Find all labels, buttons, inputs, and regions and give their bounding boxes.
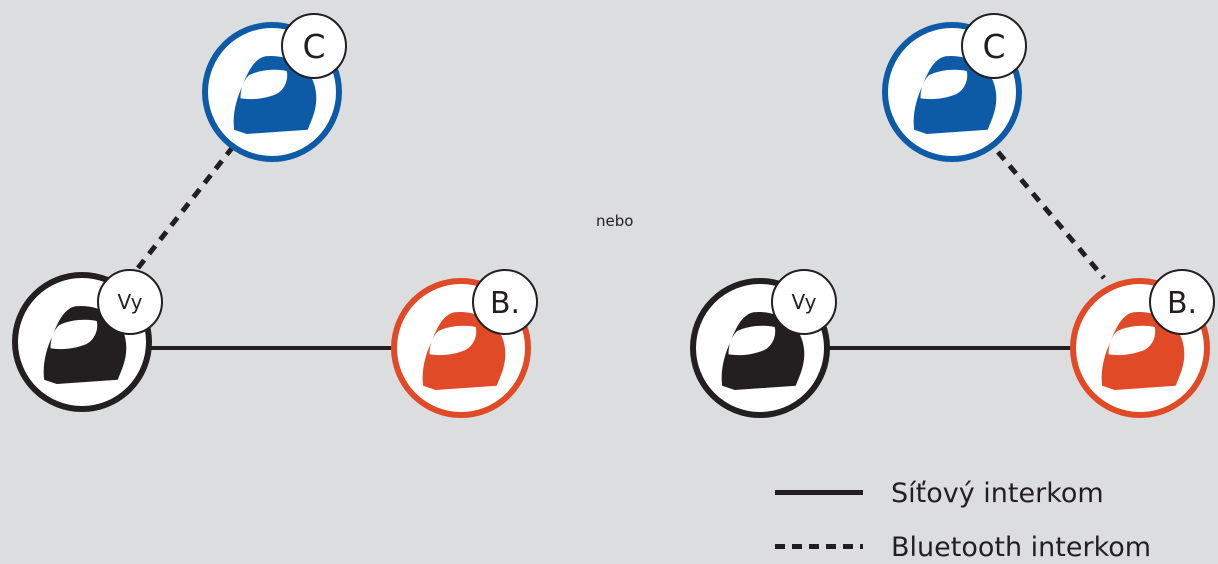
right-diagram: C Vy B. xyxy=(690,13,1215,418)
node-label-b: B. xyxy=(490,286,520,321)
legend-mesh-label: Síťový interkom xyxy=(891,477,1104,509)
left-diagram: C Vy B. xyxy=(12,13,538,418)
dashed-line-sample xyxy=(775,530,863,564)
node-badge-you: Vy xyxy=(771,269,837,335)
node-badge-c: C xyxy=(281,13,347,79)
separator-text: nebo xyxy=(596,212,634,230)
legend-bluetooth: Bluetooth interkom xyxy=(775,530,1151,564)
legend-mesh: Síťový interkom xyxy=(775,476,1104,510)
node-badge-b: B. xyxy=(1149,269,1215,335)
node-label-you: Vy xyxy=(792,290,817,314)
legend-bluetooth-label: Bluetooth interkom xyxy=(891,531,1152,563)
bluetooth-link xyxy=(136,146,234,270)
node-label-c: C xyxy=(302,27,325,66)
node-label-b: B. xyxy=(1167,286,1197,321)
node-label-you: Vy xyxy=(118,290,143,314)
node-badge-b: B. xyxy=(472,269,538,335)
node-label-c: C xyxy=(982,27,1005,66)
node-badge-c: C xyxy=(961,13,1027,79)
node-badge-you: Vy xyxy=(97,269,163,335)
bluetooth-link xyxy=(996,150,1106,280)
solid-line-sample xyxy=(775,476,863,510)
